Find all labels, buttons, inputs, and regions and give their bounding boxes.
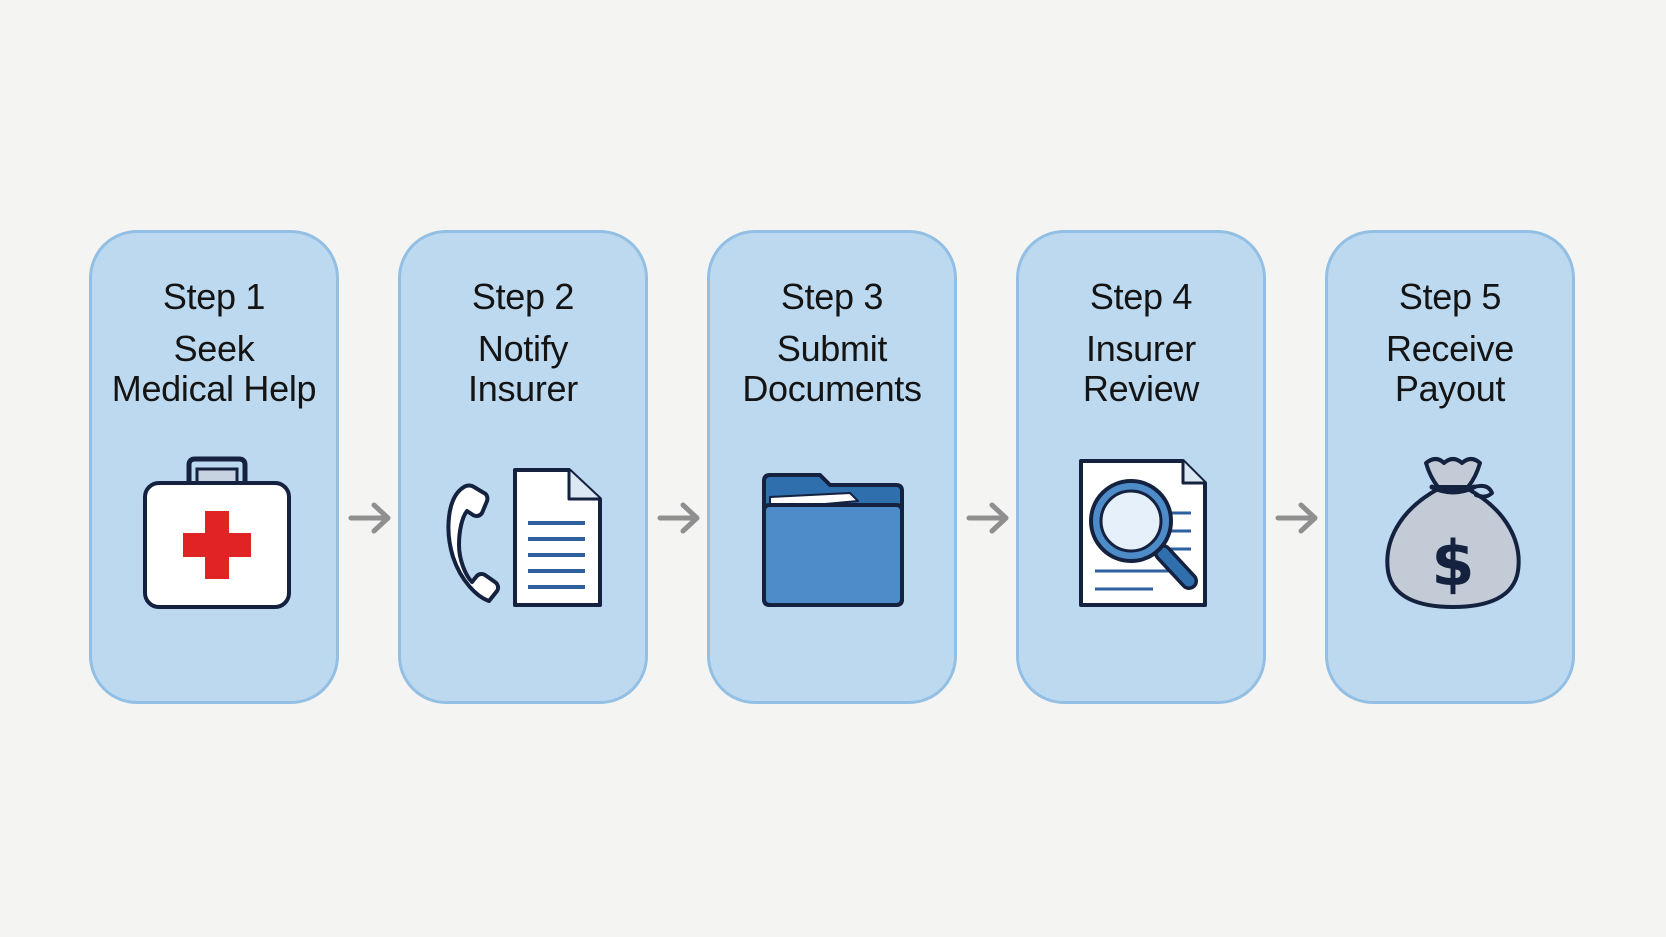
folder-icon [710,453,960,613]
step-title: Insurer Review [1019,329,1263,409]
step-title-line-1: Receive [1386,328,1514,369]
step-card-5: Step 5 Receive Payout $ [1325,230,1575,704]
step-number: Step 4 [1089,276,1193,317]
svg-text:$: $ [1431,527,1474,600]
step-title-line-2: Payout [1394,368,1506,409]
step-title: Seek Medical Help [92,329,336,409]
money-bag-icon: $ [1328,453,1578,613]
step-number: Step 5 [1398,276,1502,317]
first-aid-kit-icon [92,453,342,613]
phone-and-document-icon [401,453,651,613]
step-title: Notify Insurer [401,329,645,409]
step-title-line-2: Documents [742,368,922,409]
step-title-line-1: Notify [477,328,569,369]
step-title: Receive Payout [1328,329,1572,409]
step-number: Step 3 [780,276,884,317]
flow-arrow-2 [657,500,703,536]
step-number: Step 2 [471,276,575,317]
step-title: Submit Documents [710,329,954,409]
step-card-3: Step 3 Submit Documents [707,230,957,704]
flow-arrow-4 [1275,500,1321,536]
step-number: Step 1 [162,276,266,317]
step-title-line-1: Seek [173,328,255,369]
step-title-line-2: Review [1082,368,1200,409]
step-card-4: Step 4 Insurer Review [1016,230,1266,704]
flow-arrow-3 [966,500,1012,536]
step-title-line-2: Medical Help [111,368,317,409]
step-title-line-2: Insurer [468,368,578,409]
step-title-line-1: Insurer [1086,328,1196,369]
flow-arrow-1 [348,500,394,536]
magnifier-document-icon [1019,453,1269,613]
step-card-1: Step 1 Seek Medical Help [89,230,339,704]
step-title-line-1: Submit [776,328,888,369]
step-card-2: Step 2 Notify Insurer [398,230,648,704]
